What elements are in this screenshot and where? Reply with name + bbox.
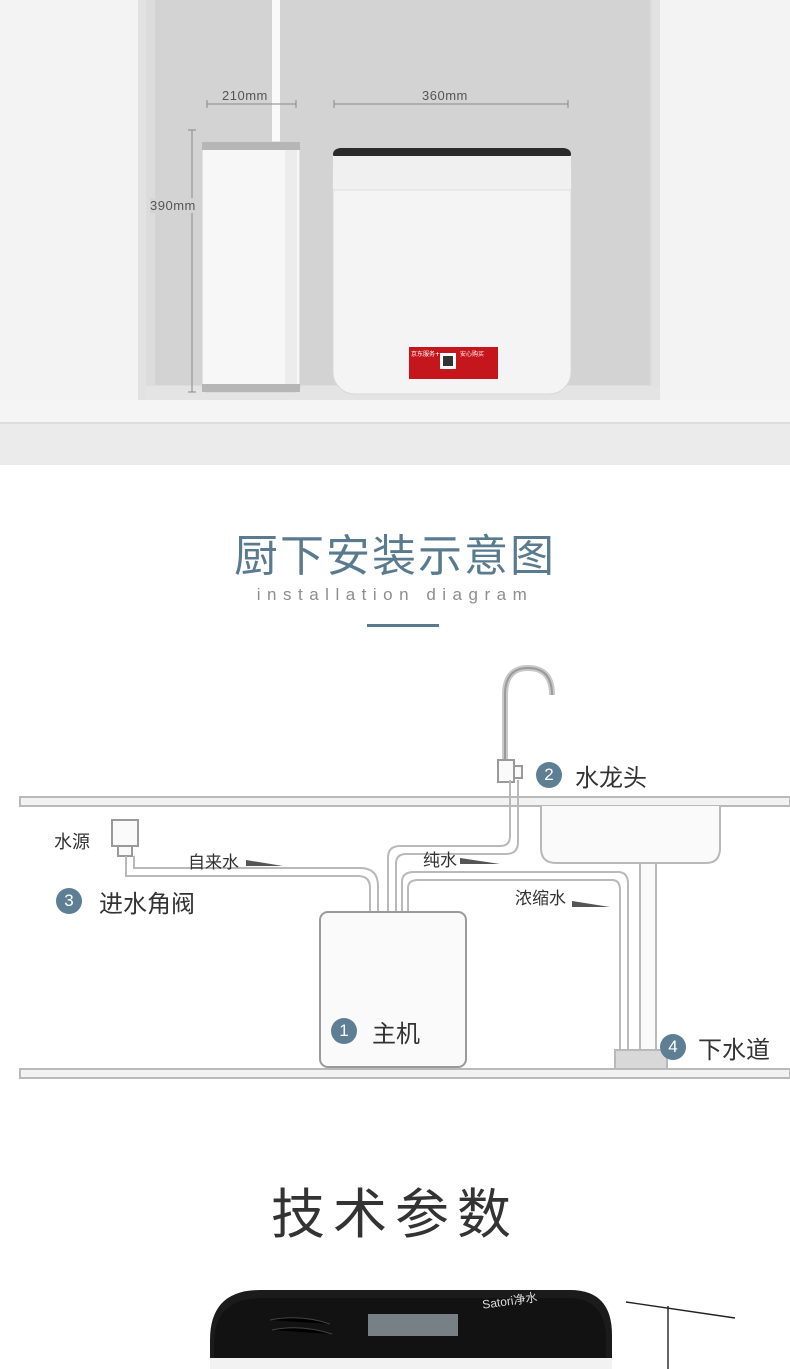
tap-water-label: 自来水: [188, 853, 239, 873]
faucet-label: 水龙头: [575, 764, 647, 792]
badge-faucet: 2: [536, 762, 562, 788]
sticker-brand-left: 京东服务+: [411, 351, 441, 358]
main-unit-label: 主机: [372, 1020, 420, 1048]
installation-diagram: [19, 664, 790, 1079]
height-dimension-label: 390mm: [150, 198, 196, 213]
concentrate-label: 浓缩水: [515, 889, 566, 909]
badge-drain: 4: [660, 1034, 686, 1060]
water-source-label: 水源: [54, 832, 90, 853]
badge-main-unit: 1: [331, 1018, 357, 1044]
width-dimension-label: 210mm: [222, 88, 268, 103]
pure-water-label: 纯水: [423, 851, 457, 871]
product-photo: 210mm 360mm 390mm 京东服务+ 安心购买: [0, 0, 790, 465]
angle-valve-label: 进水角阀: [99, 890, 195, 918]
installation-subtitle: installation diagram: [256, 585, 534, 604]
cabinet-scene: [0, 0, 790, 465]
device-preview: [210, 1290, 736, 1369]
drain-label: 下水道: [698, 1036, 770, 1064]
badge-angle-valve: 3: [56, 888, 82, 914]
device-display: [368, 1314, 458, 1336]
installation-title: 厨下安装示意图: [234, 531, 556, 582]
sticker-brand-right: 安心购买: [460, 351, 485, 358]
specs-title: 技术参数: [271, 1183, 519, 1246]
title-divider: [367, 624, 439, 627]
depth-dimension-label: 360mm: [422, 88, 468, 103]
